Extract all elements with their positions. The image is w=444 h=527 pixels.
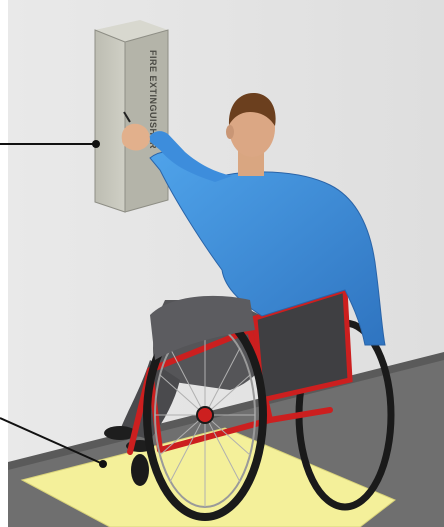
floor-callout-dot [99,460,107,468]
fire-extinguisher-cabinet: FIRE EXTINGUISHER [95,20,168,212]
left-margin [0,0,8,527]
cabinet-callout-dot [92,140,100,148]
ear [226,125,234,139]
front-caster [131,454,149,486]
